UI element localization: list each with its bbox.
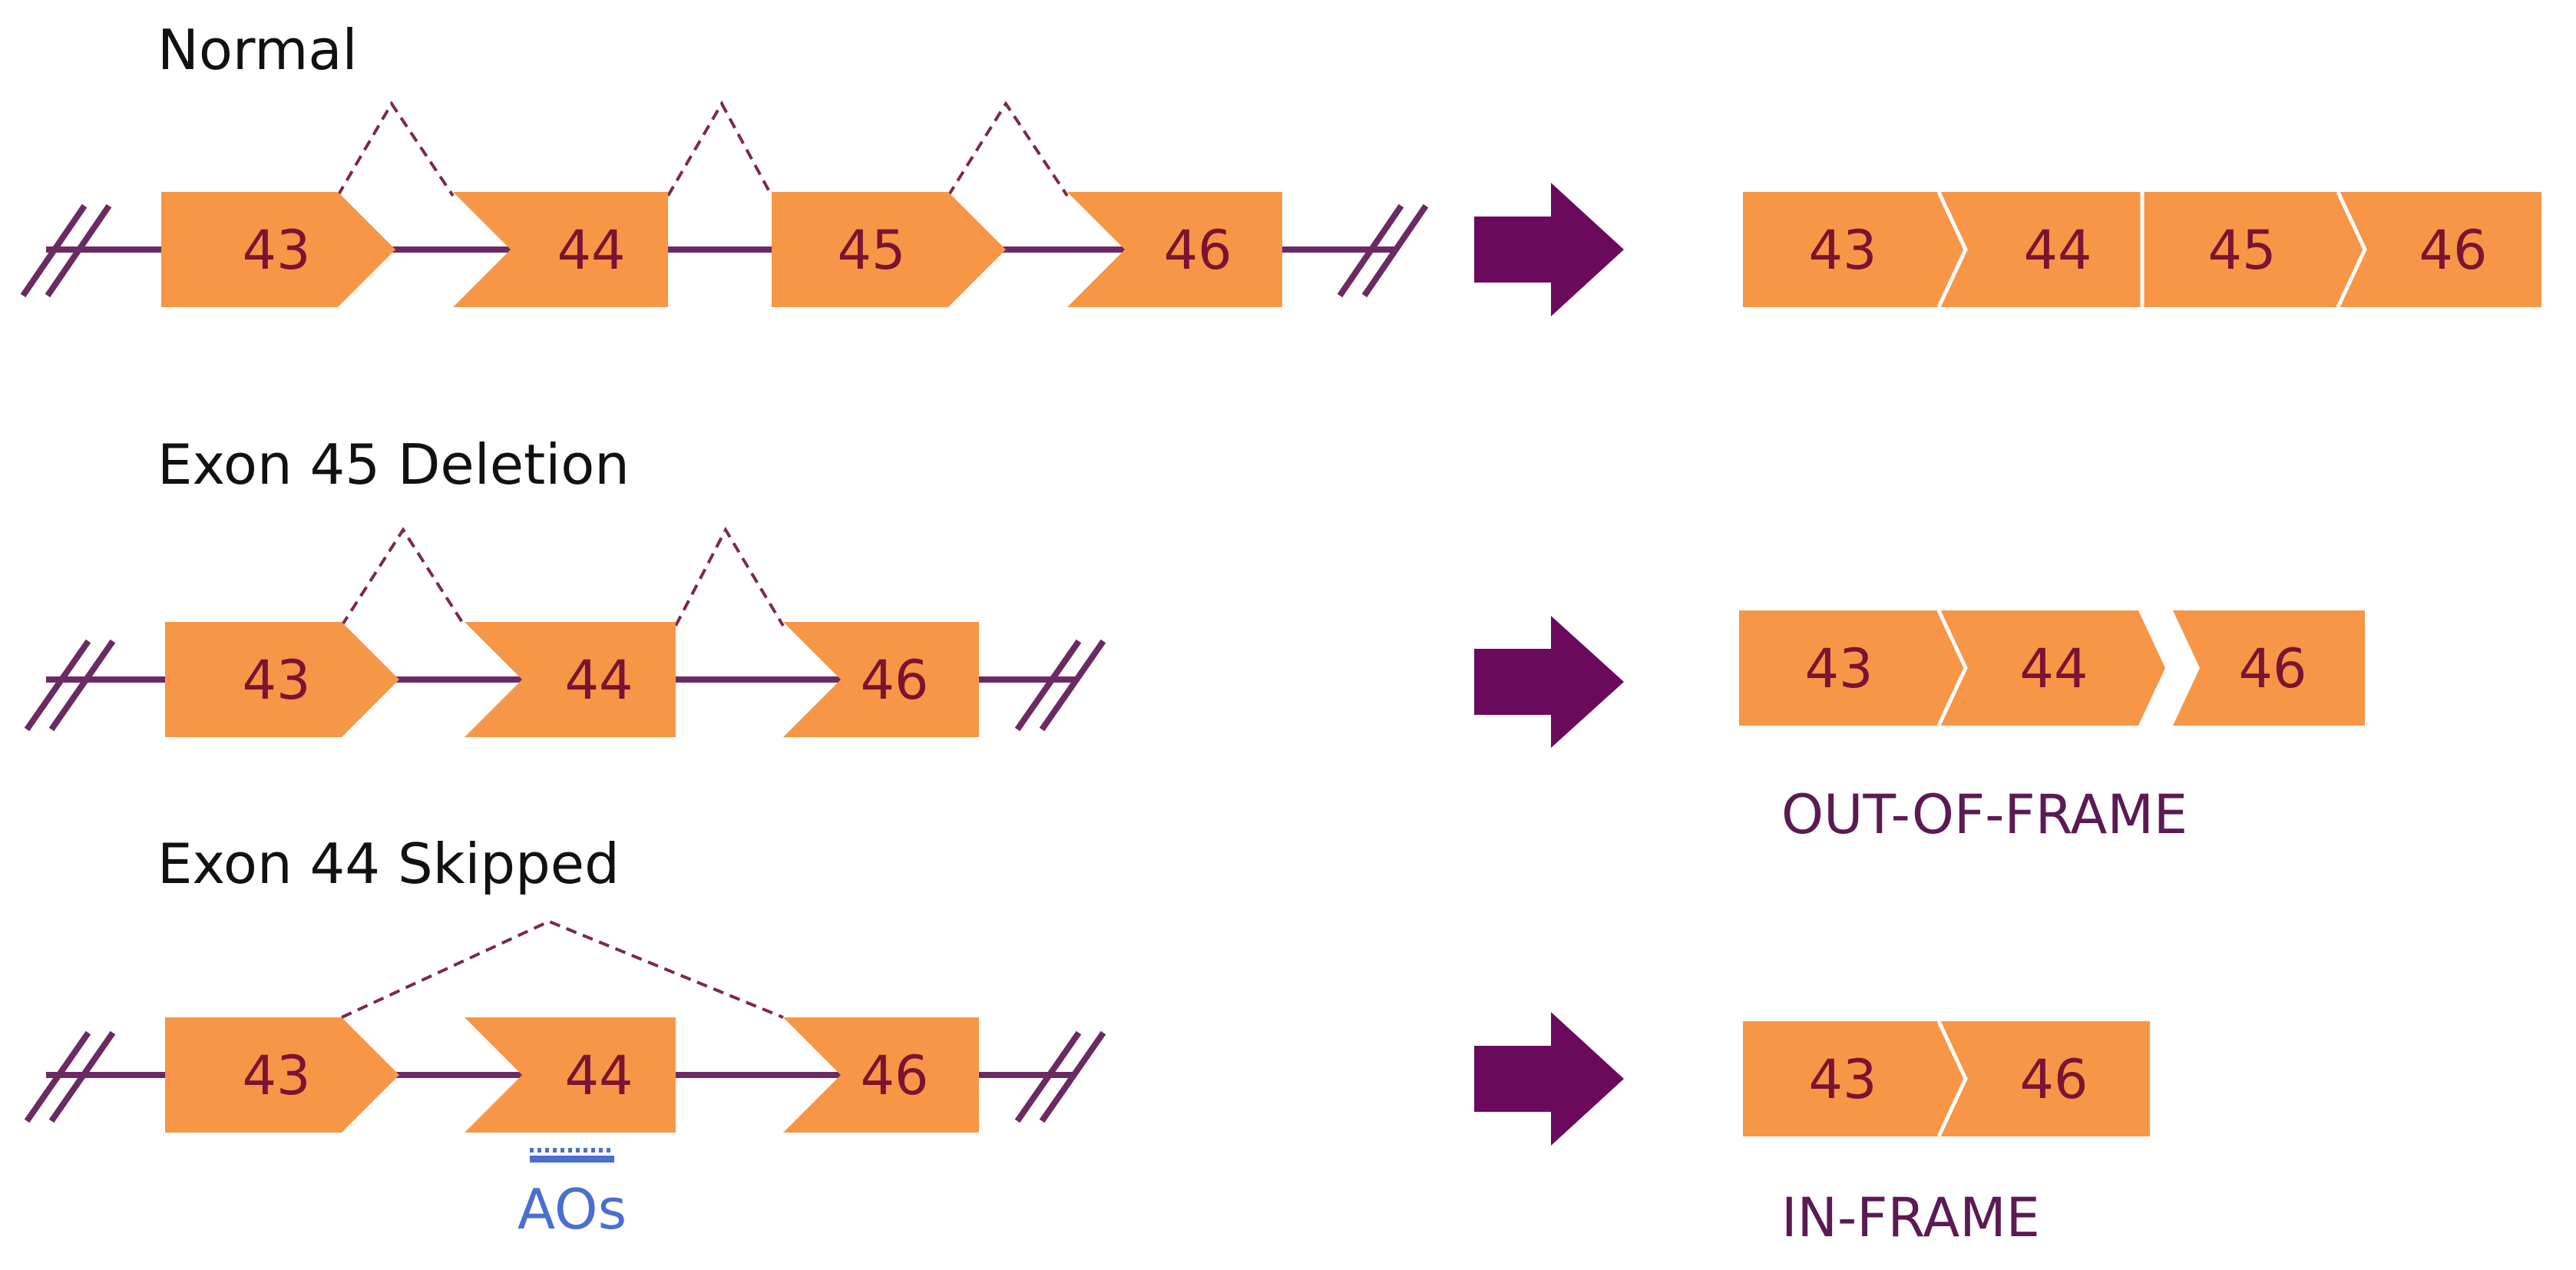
exon-44 xyxy=(465,622,676,737)
exon-44 xyxy=(453,192,668,307)
exon-44 xyxy=(465,1017,676,1133)
exon-label: 46 xyxy=(860,649,928,712)
arrow-icon xyxy=(1474,1012,1624,1146)
exon-43 xyxy=(161,192,395,307)
exon-label: 45 xyxy=(837,219,905,282)
splice-line xyxy=(341,919,784,1019)
mrna-exon-label: 46 xyxy=(2019,1048,2088,1111)
mrna-joint xyxy=(1936,1020,1968,1138)
row-title-normal: Normal xyxy=(157,18,358,82)
ao-marker-icon xyxy=(530,1148,614,1163)
exon-46 xyxy=(1067,192,1282,307)
frame-label-in-frame: IN-FRAME xyxy=(1781,1186,2040,1249)
mrna-joint xyxy=(1936,190,1968,309)
exon-label: 46 xyxy=(1163,219,1232,282)
mrna-exon-label: 46 xyxy=(2419,219,2487,282)
exon-label: 44 xyxy=(564,649,633,712)
splice-line xyxy=(336,101,455,197)
splice-line xyxy=(674,526,785,627)
exon-45 xyxy=(772,192,1006,307)
break-mark-left xyxy=(20,203,112,298)
mrna-exon-label: 44 xyxy=(2023,219,2092,282)
mrna-exon-label: 44 xyxy=(2019,637,2088,700)
exon-46 xyxy=(783,1017,979,1133)
exon-label: 43 xyxy=(242,1044,310,1107)
break-mark-left xyxy=(24,1030,116,1123)
skipped-gene: 43 44 46 AOs xyxy=(24,919,1106,1242)
splice-line xyxy=(947,101,1069,197)
break-mark-right xyxy=(1014,1030,1106,1123)
mrna-exon-label: 46 xyxy=(2238,637,2306,700)
deletion-gene: 43 44 46 xyxy=(24,526,1106,737)
normal-gene: 43 44 45 46 xyxy=(20,100,1429,307)
skipped-mrna: 43 46 xyxy=(1743,1020,2150,1138)
mrna-exon-label: 43 xyxy=(1808,219,1877,282)
exon-43 xyxy=(165,1017,399,1133)
frame-label-out-of-frame: OUT-OF-FRAME xyxy=(1781,783,2187,846)
mrna-joint xyxy=(1936,609,1968,727)
break-mark-right xyxy=(1337,203,1429,298)
mrna-exon-label: 43 xyxy=(1808,1048,1877,1111)
normal-mrna: 43 44 45 46 xyxy=(1743,190,2541,309)
exon-label: 44 xyxy=(564,1044,633,1107)
mrna-joint xyxy=(2336,190,2367,309)
arrow-icon xyxy=(1474,616,1624,748)
deletion-mrna: 43 44 46 xyxy=(1739,609,2365,727)
mrna-exon-label: 43 xyxy=(1804,637,1873,700)
splice-line xyxy=(666,100,773,197)
exon-label: 44 xyxy=(557,219,625,282)
arrow-icon xyxy=(1474,183,1624,316)
row-title-exon45-deletion: Exon 45 Deletion xyxy=(157,432,630,497)
row-title-exon44-skipped: Exon 44 Skipped xyxy=(157,832,620,896)
ao-label: AOs xyxy=(518,1177,627,1242)
exon-label: 43 xyxy=(242,219,310,282)
exon-label: 46 xyxy=(860,1044,928,1107)
exon-46 xyxy=(783,622,979,737)
mrna-exon-label: 45 xyxy=(2207,219,2276,282)
exon-label: 43 xyxy=(242,649,310,712)
exon-43 xyxy=(165,622,399,737)
break-mark-right xyxy=(1014,639,1106,732)
splice-line xyxy=(340,527,466,627)
mrna-frame-gap xyxy=(2138,610,2200,726)
mrna-strip xyxy=(1739,610,2365,726)
break-mark-left xyxy=(24,639,116,732)
